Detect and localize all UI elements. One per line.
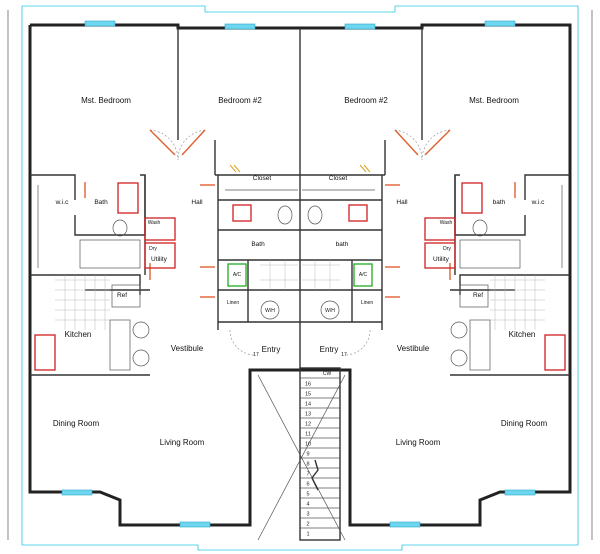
room-label-kitchen-right: Kitchen bbox=[509, 330, 536, 339]
windows bbox=[61, 20, 536, 528]
stair-step-number: 2 bbox=[306, 522, 309, 528]
stair-step-number: 6 bbox=[306, 482, 309, 488]
stair-step-number: 10 bbox=[305, 442, 311, 448]
room-label-dry-right: Dry bbox=[443, 246, 451, 252]
site-boundary bbox=[7, 5, 593, 551]
interior-walls-right bbox=[300, 28, 570, 376]
stair-step-number: 11 bbox=[305, 432, 311, 438]
room-label-entry-left: Entry bbox=[262, 345, 281, 354]
stair-step-number: 8 bbox=[306, 462, 309, 468]
stair-step-number: 16 bbox=[305, 382, 311, 388]
room-label-living-right: Living Room bbox=[396, 438, 441, 447]
stair-step-number: 1 bbox=[306, 532, 309, 538]
room-label-wic-left: w.i.c bbox=[55, 199, 69, 206]
room-label-linen-right: Linen bbox=[361, 300, 373, 306]
interior-walls-left bbox=[30, 28, 300, 376]
room-label-vestibule-right: Vestibule bbox=[397, 344, 430, 353]
stair-step-number: 13 bbox=[305, 412, 311, 418]
room-label-ref-left: Ref bbox=[117, 292, 127, 299]
room-label-closet-left: Closet bbox=[253, 175, 272, 182]
fixtures bbox=[34, 182, 566, 371]
labels-right-unit: Mst. Bedroom Bedroom #2 w.i.c bath Hall … bbox=[320, 96, 548, 447]
room-label-vestibule-left: Vestibule bbox=[171, 344, 204, 353]
room-label-ac-right: A/C bbox=[359, 272, 368, 278]
room-label-wh-left: W/H bbox=[265, 308, 275, 314]
room-label-bedroom2-right: Bedroom #2 bbox=[344, 96, 388, 105]
closet-hangers bbox=[37, 164, 563, 268]
room-label-utility-left: Utility bbox=[151, 256, 168, 263]
room-label-dining-left: Dining Room bbox=[53, 419, 100, 428]
stair-step-number: 7 bbox=[306, 472, 309, 478]
staircase bbox=[257, 367, 346, 541]
stair-step-number: 5 bbox=[306, 492, 309, 498]
stair-step-number: 12 bbox=[305, 422, 311, 428]
room-label-bedroom2-left: Bedroom #2 bbox=[218, 96, 262, 105]
room-label-hall-left: Hall bbox=[191, 199, 203, 206]
room-label-entry-right: Entry bbox=[320, 345, 339, 354]
stair-direction-label: CW bbox=[323, 371, 332, 377]
room-label-wic-right: w.i.c bbox=[531, 199, 545, 206]
stair-step-numbers: 16 15 14 13 12 11 10 9 8 7 6 5 4 3 2 1 bbox=[305, 382, 311, 538]
step-number-right: 17 bbox=[341, 352, 347, 358]
labels-left-unit: Mst. Bedroom Bedroom #2 w.i.c Bath Hall … bbox=[53, 96, 280, 447]
room-label-center-bath-right: bath bbox=[336, 241, 349, 248]
room-label-wash-right: Wash bbox=[440, 220, 453, 226]
room-label-dining-right: Dining Room bbox=[501, 419, 548, 428]
room-label-linen-left: Linen bbox=[227, 300, 239, 306]
room-label-center-bath-left: Bath bbox=[251, 241, 265, 248]
stair-step-number: 4 bbox=[306, 502, 309, 508]
stair-step-number: 9 bbox=[306, 452, 309, 458]
room-label-master-bedroom-left: Mst. Bedroom bbox=[81, 96, 131, 105]
doors bbox=[84, 129, 516, 356]
room-label-ref-right: Ref bbox=[473, 292, 483, 299]
room-label-dry-left: Dry bbox=[149, 246, 157, 252]
room-label-utility-right: Utility bbox=[433, 256, 450, 263]
room-label-wash-left: Wash bbox=[148, 220, 161, 226]
stair-step-number: 14 bbox=[305, 402, 311, 408]
room-label-closet-right: Closet bbox=[329, 175, 348, 182]
room-label-hall-right: Hall bbox=[396, 199, 408, 206]
stair-step-number: 15 bbox=[305, 392, 311, 398]
room-label-bath-left: Bath bbox=[94, 199, 108, 206]
room-label-bath-right: bath bbox=[493, 199, 506, 206]
step-number-left: 17 bbox=[253, 352, 259, 358]
room-label-living-left: Living Room bbox=[160, 438, 205, 447]
room-label-wh-right: W/H bbox=[325, 308, 335, 314]
tile-floors bbox=[55, 260, 545, 330]
room-label-master-bedroom-right: Mst. Bedroom bbox=[469, 96, 519, 105]
room-label-ac-left: A/C bbox=[233, 272, 242, 278]
stair-step-number: 3 bbox=[306, 512, 309, 518]
room-label-kitchen-left: Kitchen bbox=[65, 330, 92, 339]
